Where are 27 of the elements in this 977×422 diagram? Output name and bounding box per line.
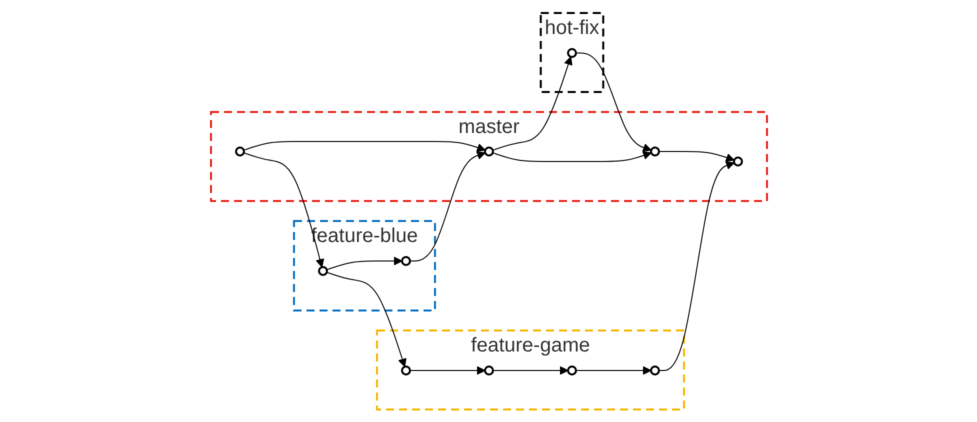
node-circle bbox=[484, 146, 494, 156]
arrow bbox=[242, 140, 486, 152]
node-circle bbox=[566, 48, 576, 58]
arrow bbox=[575, 52, 652, 152]
node-circle bbox=[318, 266, 328, 276]
node-circle bbox=[566, 365, 576, 376]
node-circle bbox=[400, 365, 410, 376]
arrow bbox=[326, 272, 406, 367]
arrow bbox=[492, 56, 572, 150]
arrow bbox=[575, 366, 651, 375]
arrow bbox=[326, 256, 402, 270]
node-circle bbox=[650, 146, 660, 156]
arrow bbox=[492, 150, 652, 162]
cluster: feature-game bbox=[376, 329, 684, 410]
cluster: hot-fix bbox=[539, 12, 604, 93]
arrow bbox=[492, 366, 568, 375]
cluster: master bbox=[210, 110, 768, 202]
arrow bbox=[242, 152, 324, 268]
node-circle bbox=[234, 146, 244, 156]
arrow bbox=[658, 150, 734, 162]
node-circle bbox=[484, 365, 494, 376]
node-circle bbox=[732, 156, 742, 166]
arrow bbox=[409, 366, 485, 375]
arrow bbox=[409, 150, 486, 262]
node-circle bbox=[650, 365, 660, 376]
node-circle bbox=[400, 256, 410, 266]
arrow bbox=[658, 160, 734, 371]
